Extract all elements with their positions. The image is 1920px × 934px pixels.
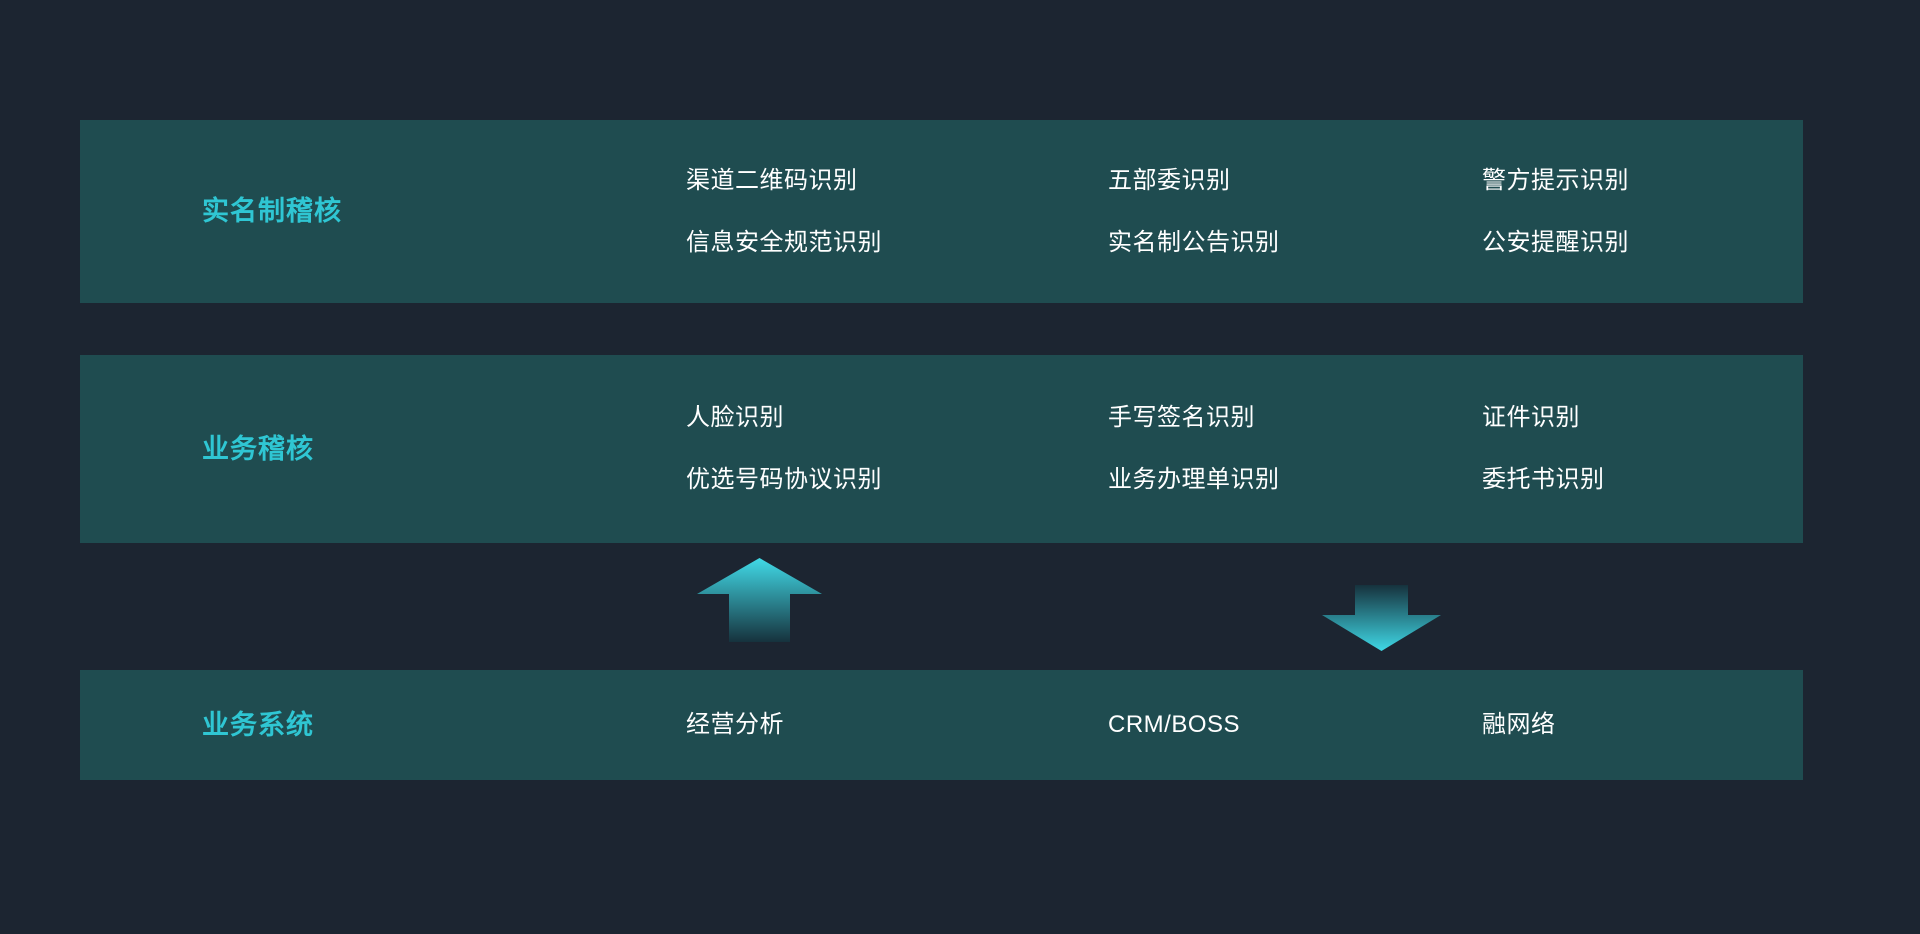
band3-column-3: 融网络: [1482, 670, 1803, 780]
diagram-item: 公安提醒识别: [1482, 228, 1629, 256]
band-label-cell: 业务稽核: [80, 355, 686, 543]
diagram-item: 证件识别: [1482, 404, 1580, 431]
band1-column-1: 渠道二维码识别 信息安全规范识别: [686, 120, 1108, 303]
diagram-item: 手写签名识别: [1108, 404, 1255, 431]
band-title-business-audit: 业务稽核: [202, 433, 314, 464]
band-label-cell: 业务系统: [80, 670, 686, 780]
down-arrow-icon: [1322, 585, 1441, 651]
diagram-item: 警方提示识别: [1482, 166, 1629, 194]
band-title-business-systems: 业务系统: [202, 709, 314, 740]
band-title-real-name-audit: 实名制稽核: [202, 196, 342, 226]
band-label-cell: 实名制稽核: [80, 120, 686, 303]
diagram-item: 渠道二维码识别: [686, 166, 858, 194]
diagram-item: 委托书识别: [1482, 466, 1605, 493]
diagram-item: 实名制公告识别: [1108, 228, 1280, 256]
diagram-item: 五部委识别: [1108, 166, 1231, 194]
band-real-name-audit: 实名制稽核 渠道二维码识别 信息安全规范识别 五部委识别 实名制公告识别 警方提…: [80, 120, 1803, 303]
diagram-item: 融网络: [1482, 711, 1556, 738]
diagram-item: 人脸识别: [686, 404, 784, 431]
up-arrow-icon: [697, 558, 822, 642]
diagram-item: 业务办理单识别: [1108, 466, 1280, 493]
diagram-item: 优选号码协议识别: [686, 466, 882, 493]
band-business-systems: 业务系统 经营分析 CRM/BOSS 融网络: [80, 670, 1803, 780]
band1-column-2: 五部委识别 实名制公告识别: [1108, 120, 1482, 303]
diagram-item: CRM/BOSS: [1108, 711, 1241, 738]
band2-column-1: 人脸识别 优选号码协议识别: [686, 355, 1108, 543]
band-business-audit: 业务稽核 人脸识别 优选号码协议识别 手写签名识别 业务办理单识别 证件识别 委…: [80, 355, 1803, 543]
band3-column-2: CRM/BOSS: [1108, 670, 1482, 780]
diagram-item: 信息安全规范识别: [686, 228, 882, 256]
band1-column-3: 警方提示识别 公安提醒识别: [1482, 120, 1803, 303]
band2-column-3: 证件识别 委托书识别: [1482, 355, 1803, 543]
band2-column-2: 手写签名识别 业务办理单识别: [1108, 355, 1482, 543]
diagram-item: 经营分析: [686, 711, 784, 738]
band3-column-1: 经营分析: [686, 670, 1108, 780]
